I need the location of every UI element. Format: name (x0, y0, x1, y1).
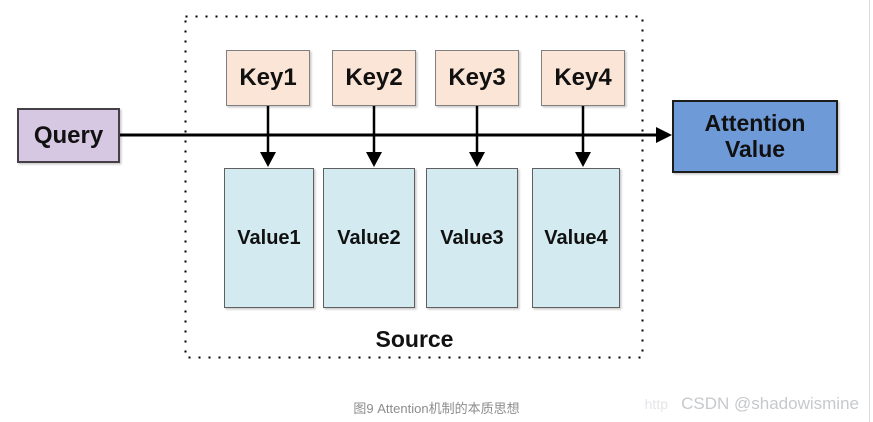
csdn-watermark: CSDN @shadowismine (681, 394, 859, 413)
query-node: Query (17, 108, 120, 163)
source-label: Source (375, 326, 454, 352)
page-edge-divider (869, 0, 870, 422)
key4-node: Key4 (541, 50, 625, 106)
figure-caption: 图9 Attention机制的本质思想 (353, 401, 520, 416)
key1-node: Key1 (226, 50, 310, 106)
key2-to-value2-arrowhead (366, 152, 382, 167)
value2-node: Value2 (323, 168, 415, 308)
key4-to-value4-arrowhead (575, 152, 591, 167)
query-to-attention-arrowhead (656, 127, 672, 143)
watermark-faint-url: http (644, 396, 668, 412)
value4-node: Value4 (532, 168, 620, 308)
key3-node: Key3 (435, 50, 519, 106)
key3-to-value3-arrowhead (469, 152, 485, 167)
value1-node: Value1 (224, 168, 314, 308)
key2-node: Key2 (332, 50, 416, 106)
value3-node: Value3 (426, 168, 518, 308)
attention-value-node: Attention Value (672, 100, 838, 173)
key1-to-value1-arrowhead (260, 152, 276, 167)
